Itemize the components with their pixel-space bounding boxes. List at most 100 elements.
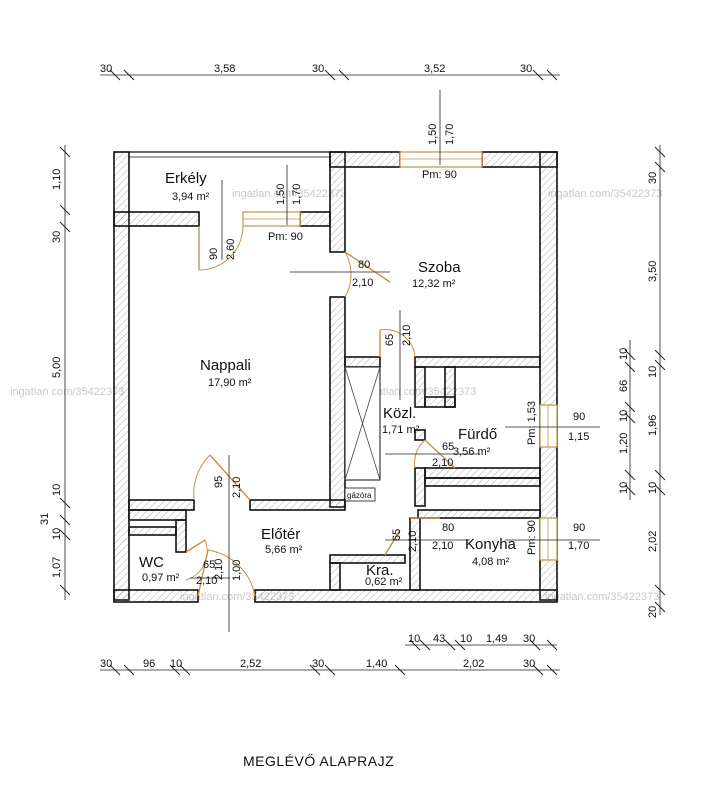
- right-dimension-line-outer: 30 3,50 10 1,96 10 2,02 20: [647, 145, 666, 618]
- dimension-label: 30: [523, 633, 535, 645]
- room-area-furdo: 3,56 m²: [453, 446, 491, 458]
- room-area-kra: 0,62 m²: [365, 576, 403, 588]
- opening-label: 65: [384, 334, 396, 346]
- dimension-label: 10: [408, 633, 420, 645]
- watermark-text: ingatlan.com/35422373: [548, 188, 662, 200]
- dimension-label: 1,07: [51, 557, 63, 578]
- dimension-label: 96: [143, 658, 155, 670]
- door-leaf: [344, 251, 391, 283]
- opening-label: 1,50: [427, 124, 439, 145]
- room-area-eloter: 5,66 m²: [265, 544, 303, 556]
- dimension-label: 1,49: [486, 633, 507, 645]
- opening-label: 65: [203, 559, 215, 571]
- opening-label: 2,10: [231, 477, 243, 498]
- room-name-kozl: Közl.: [383, 405, 416, 422]
- dimension-label: 10: [170, 658, 182, 670]
- dimension-label: 31: [39, 513, 51, 525]
- door-leaf: [384, 529, 401, 556]
- door-leaf: [197, 549, 209, 597]
- window-parapet-label: Pm: 90: [526, 520, 538, 555]
- dimension-label: 30: [312, 63, 324, 75]
- wall-segment: [414, 467, 426, 507]
- wall-segment: [113, 589, 199, 603]
- dimension-label: 2,52: [240, 658, 261, 670]
- opening-label: 1,70: [291, 184, 303, 205]
- opening-label: 80: [358, 259, 370, 271]
- dimension-label: 5,00: [51, 357, 63, 378]
- konyha-window: [539, 517, 558, 561]
- dimension-label: 10: [618, 482, 630, 494]
- room-area-erkely: 3,94 m²: [172, 191, 210, 203]
- room-name-eloter: Előtér: [261, 526, 300, 543]
- bottom-dimension-line-2: 30 96 10 2,52 30 1,40 2,02 30: [100, 658, 560, 676]
- dimension-label: 1,20: [618, 433, 630, 454]
- dimension-label: 43: [433, 633, 445, 645]
- dimension-label: 10: [647, 366, 659, 378]
- dimension-label: 30: [647, 172, 659, 184]
- dimension-label: 2,02: [647, 531, 659, 552]
- room-area-konyha: 4,08 m²: [472, 556, 510, 568]
- dimension-label: 30: [523, 658, 535, 670]
- dimension-label: 10: [51, 528, 63, 540]
- opening-label: 2,10: [407, 531, 419, 552]
- wall-segment: [414, 429, 426, 441]
- wall-segment: [329, 562, 341, 591]
- opening-label: 2,10: [352, 277, 373, 289]
- dimension-label: 30: [520, 63, 532, 75]
- room-area-szoba: 12,32 m²: [412, 278, 456, 290]
- door-leaf: [185, 539, 206, 553]
- right-dimension-line-inner: 10 66 10 1,20 10: [618, 340, 636, 500]
- dimension-label: 3,50: [647, 261, 659, 282]
- dimension-label: 1,40: [366, 658, 387, 670]
- dimension-label: 1,96: [647, 415, 659, 436]
- windows: [242, 151, 558, 561]
- dimension-label: 30: [51, 231, 63, 243]
- room-area-nappali: 17,90 m²: [208, 377, 252, 389]
- opening-label: 2,10: [196, 575, 217, 587]
- wall-segment: [128, 499, 195, 511]
- wall-segment: [113, 211, 200, 227]
- opening-label: 90: [573, 522, 585, 534]
- door-leaf: [209, 454, 251, 501]
- room-area-kozl: 1,71 m²: [382, 424, 420, 436]
- window-parapet-label: Pm: 90: [268, 231, 303, 243]
- wall-segment: [128, 526, 177, 536]
- opening-label: 65: [391, 529, 403, 541]
- wall-segment: [299, 211, 331, 227]
- room-name-konyha: Konyha: [465, 536, 517, 553]
- watermark-text: ingatlan.com/35422373: [545, 591, 659, 603]
- top-dimension-line: 30 3,58 30 3,52 30: [100, 63, 560, 81]
- doors: [185, 225, 456, 597]
- wall-segment: [254, 589, 558, 603]
- wall-segment: [329, 296, 346, 508]
- dimension-label: 1,10: [51, 169, 63, 190]
- opening-label: 2,10: [401, 325, 413, 346]
- dimension-label: 30: [100, 63, 112, 75]
- wall-segment: [417, 509, 541, 519]
- left-dimension-line: 1,10 30 5,00 10 31 10 1,07: [39, 145, 71, 600]
- dimension-label: 30: [100, 658, 112, 670]
- opening-label: 1,00: [231, 560, 243, 581]
- dimension-label: 2,02: [463, 658, 484, 670]
- room-name-erkely: Erkély: [165, 170, 207, 187]
- wall-segment: [414, 366, 426, 408]
- room-name-kra: Kra.: [366, 562, 394, 579]
- room-name-nappali: Nappali: [200, 357, 251, 374]
- dimension-label: 20: [647, 606, 659, 618]
- opening-label: 2,10: [432, 457, 453, 469]
- opening-label: 2,10: [432, 540, 453, 552]
- watermark-text: ingatlan.com/35422373: [232, 188, 346, 200]
- room-name-szoba: Szoba: [418, 259, 461, 276]
- opening-label: 90: [208, 248, 220, 260]
- bottom-dimension-line-1: 10 43 10 1,49 30: [405, 633, 558, 651]
- wall-segment: [329, 554, 406, 564]
- window-parapet-label: Pm: 1,53: [526, 401, 538, 445]
- opening-label: 1,70: [444, 124, 456, 145]
- opening-label: 1,15: [568, 431, 589, 443]
- szoba-window: [399, 151, 483, 168]
- wall-segment: [344, 356, 381, 368]
- room-name-furdo: Fürdő: [458, 426, 497, 443]
- wall-segment: [424, 396, 456, 408]
- opening-label: 90: [573, 411, 585, 423]
